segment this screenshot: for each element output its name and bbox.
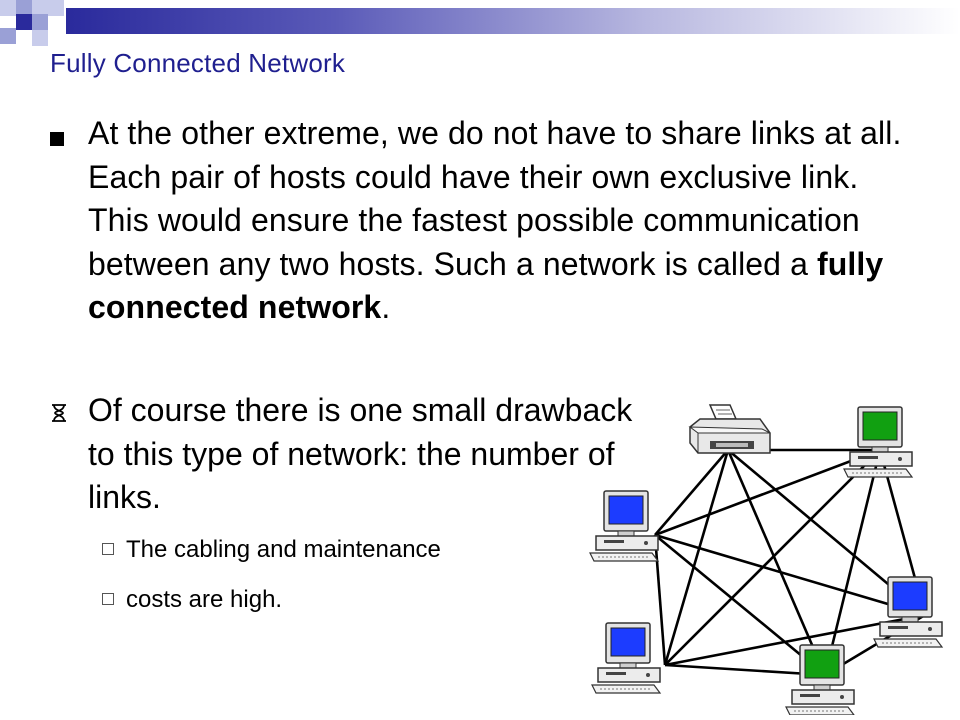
computer-green-top-icon <box>843 406 914 478</box>
sub-bullet-2: costs are high. <box>102 586 282 614</box>
network-link <box>726 449 827 676</box>
bullet-2-text: Of course there is one small drawback to… <box>88 392 633 515</box>
title-gradient-bar <box>66 8 960 34</box>
printer-icon <box>688 404 771 454</box>
network-link <box>823 449 882 676</box>
network-link <box>664 663 826 677</box>
computer-blue-bottom-left-icon <box>591 622 662 694</box>
computer-green-bottom-icon <box>785 644 855 715</box>
emphasis-term: fully connected network <box>88 245 884 326</box>
network-link <box>654 449 729 536</box>
corner-squares-decoration <box>0 0 64 46</box>
network-link <box>654 448 881 537</box>
network-link <box>654 533 826 677</box>
network-link <box>664 449 881 666</box>
bullet-1-text: At the other extreme, we do not have to … <box>88 115 902 326</box>
computer-blue-left-icon <box>589 490 660 562</box>
hollow-square-bullet-icon <box>102 593 114 605</box>
sub-bullet-1: The cabling and maintenance <box>102 536 441 564</box>
computer-blue-right-icon <box>873 576 944 648</box>
square-bullet-icon <box>50 132 64 146</box>
network-links <box>653 448 927 677</box>
hollow-square-bullet-icon <box>102 543 114 555</box>
slide-title: Fully Connected Network <box>50 48 346 78</box>
network-link <box>653 534 667 666</box>
hourglass-bullet-icon <box>52 404 66 422</box>
network-link <box>654 533 926 617</box>
fully-connected-network-diagram <box>589 404 944 715</box>
network-link <box>663 449 730 666</box>
